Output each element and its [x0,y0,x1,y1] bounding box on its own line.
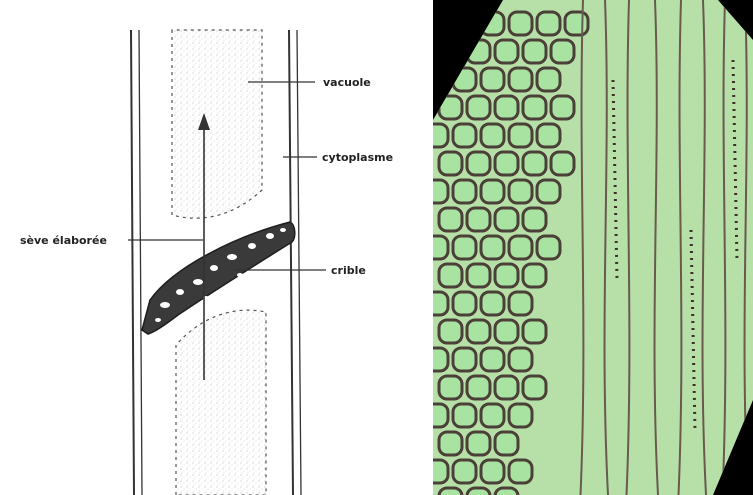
lower-vacuole [176,310,266,495]
parenchyma-cell [495,96,518,119]
parenchyma-cell [523,40,546,63]
parenchyma-cell [523,152,546,175]
parenchyma-cell [481,348,504,371]
sieve-tube-drawing: vacuole cytoplasme sève élaborée crible [0,0,433,495]
sieve-tube-diagram: vacuole cytoplasme sève élaborée crible [0,0,433,495]
parenchyma-cell [481,460,504,483]
parenchyma-cell [509,68,532,91]
parenchyma-cell [481,68,504,91]
parenchyma-cell [495,152,518,175]
parenchyma-cell [523,320,546,343]
parenchyma-cell [467,376,490,399]
parenchyma-cell [495,376,518,399]
parenchyma-cell [467,152,490,175]
parenchyma-cell [433,348,448,371]
parenchyma-cell [481,292,504,315]
parenchyma-cell [433,12,448,35]
label-crible: crible [331,264,366,277]
parenchyma-cell [439,152,462,175]
parenchyma-cell [509,292,532,315]
parenchyma-cell [537,124,560,147]
parenchyma-cell [467,208,490,231]
parenchyma-cell [453,460,476,483]
parenchyma-cell [467,40,490,63]
parenchyma-cell [453,12,476,35]
parenchyma-cell [467,264,490,287]
label-cytoplasme: cytoplasme [322,151,393,164]
parenchyma-cell [551,152,574,175]
parenchyma-cell [551,96,574,119]
parenchyma-cell [495,264,518,287]
parenchyma-cell [467,96,490,119]
parenchyma-cell [433,404,448,427]
parenchyma-cell [439,96,462,119]
parenchyma-cell [537,12,560,35]
parenchyma-cell [453,68,476,91]
parenchyma-cell [481,180,504,203]
parenchyma-cell [453,348,476,371]
parenchyma-cell [523,208,546,231]
label-vacuole: vacuole [323,76,371,89]
parenchyma-cell [509,348,532,371]
label-seve-elaboree: sève élaborée [20,234,107,247]
parenchyma-cell [439,488,462,495]
parenchyma-cell [453,236,476,259]
parenchyma-cell [537,68,560,91]
parenchyma-cell [495,488,518,495]
parenchyma-cell [433,460,448,483]
parenchyma-cell [467,320,490,343]
parenchyma-cell [453,180,476,203]
right-cell-wall [289,30,301,495]
parenchyma-cell [481,12,504,35]
parenchyma-cell [509,460,532,483]
parenchyma-cell [439,264,462,287]
parenchyma-cell [433,68,448,91]
parenchyma-cell [439,432,462,455]
parenchyma-cell [481,236,504,259]
parenchyma-cell [481,404,504,427]
upper-vacuole [172,30,262,218]
left-cell-wall [131,30,142,495]
parenchyma-cell [495,208,518,231]
parenchyma-cell [439,320,462,343]
parenchyma-cell [433,236,448,259]
parenchyma-cell [481,124,504,147]
parenchyma-cell [439,376,462,399]
parenchyma-cell [551,40,574,63]
parenchyma-cell [467,432,490,455]
parenchyma-cell [537,236,560,259]
parenchyma-cell [509,404,532,427]
parenchyma-cell [509,180,532,203]
parenchyma-cell [495,40,518,63]
parenchyma-cell [523,264,546,287]
parenchyma-cell [523,376,546,399]
parenchyma-cell [565,12,588,35]
parenchyma-cell [439,40,462,63]
parenchyma-cell [439,208,462,231]
parenchyma-cell [433,292,448,315]
parenchyma-cell [509,236,532,259]
parenchyma-cell [495,432,518,455]
micrograph-image [433,0,753,495]
parenchyma-cell [453,124,476,147]
parenchyma-cell [523,96,546,119]
parenchyma-cell [537,180,560,203]
parenchyma-cell [509,12,532,35]
parenchyma-cell [453,404,476,427]
parenchyma-cell [453,292,476,315]
parenchyma-cell [509,124,532,147]
parenchyma-cell [433,180,448,203]
phloem-micrograph [433,0,753,495]
parenchyma-cell [433,124,448,147]
parenchyma-cell [467,488,490,495]
parenchyma-cell [495,320,518,343]
